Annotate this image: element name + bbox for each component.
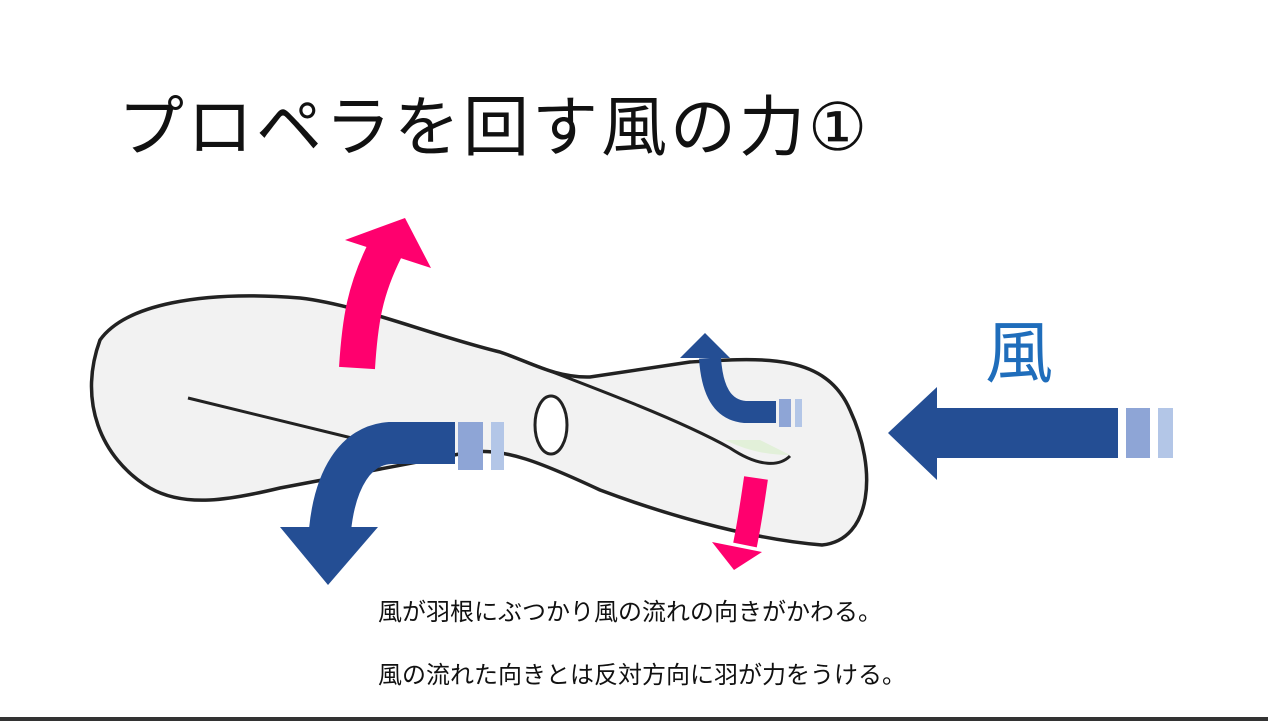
- wind-label: 風: [985, 315, 1054, 394]
- propeller-hub: [533, 394, 569, 456]
- wind-arrow: [888, 387, 1173, 480]
- slide-title: プロペラを回す風の力①: [118, 89, 871, 166]
- blade-edge-line: [499, 350, 792, 465]
- explanation-line-1: 風が羽根にぶつかり風の流れの向きがかわる。: [378, 598, 882, 626]
- blade-highlight: [725, 440, 790, 455]
- airflow-arrow-small: [680, 333, 802, 427]
- airflow-arrow-large: [280, 422, 504, 585]
- blade-center-line: [187, 396, 361, 442]
- explanation-line-2: 風の流れた向きとは反対方向に羽が力をうける。: [378, 661, 906, 689]
- force-arrow-up: [339, 218, 431, 370]
- bottom-divider: [0, 717, 1268, 721]
- force-arrow-down: [712, 476, 768, 570]
